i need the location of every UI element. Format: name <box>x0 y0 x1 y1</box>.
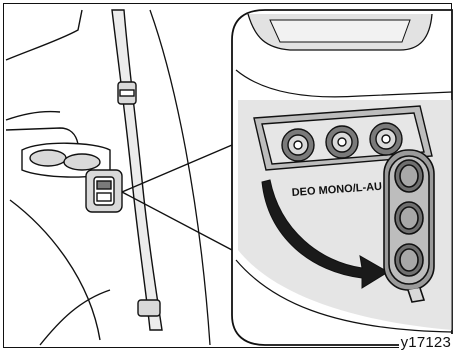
rca-jack-video <box>282 129 314 161</box>
small-switch-panel <box>86 170 122 212</box>
seat-belt <box>112 10 162 330</box>
rear-pillar-line <box>150 10 210 345</box>
figure-code: y17123 <box>399 334 453 351</box>
jack-cover-flap <box>384 150 434 302</box>
rca-jack-audio-left <box>326 126 358 158</box>
rca-jack-audio-right <box>370 123 402 155</box>
